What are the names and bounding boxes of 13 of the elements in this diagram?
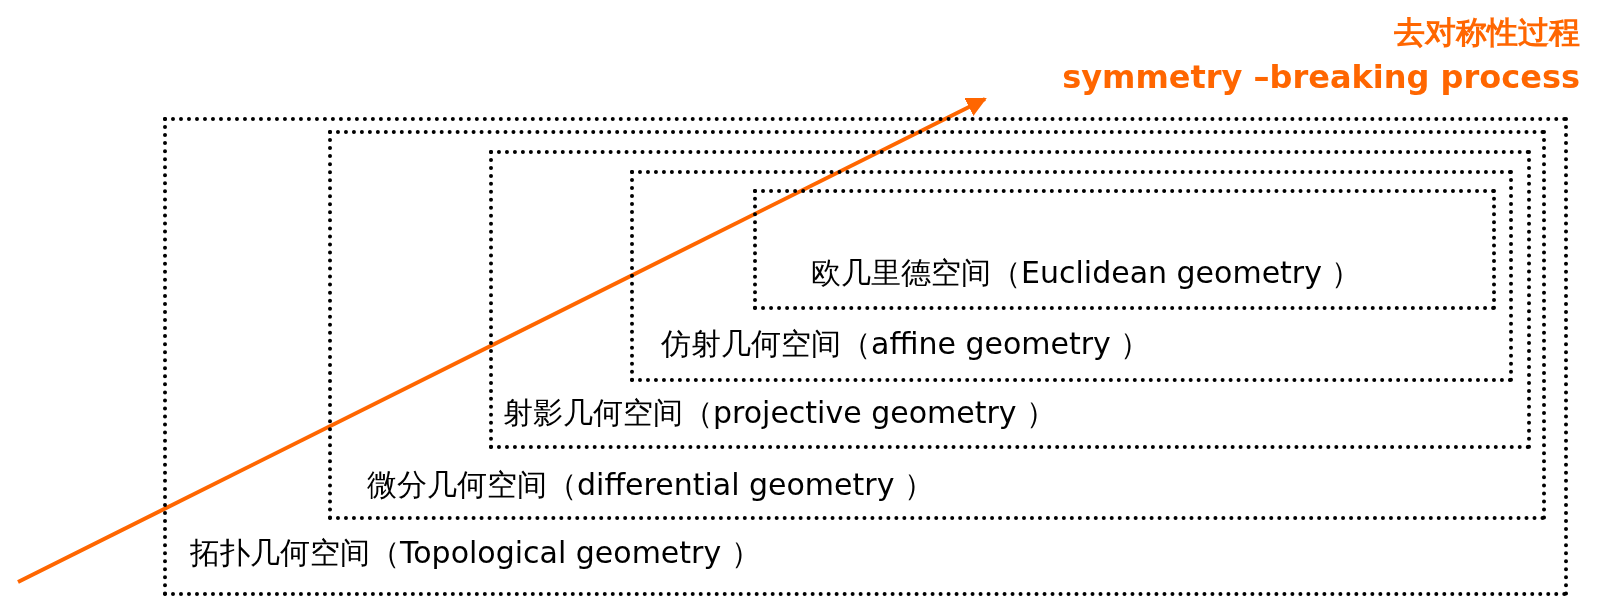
dotted-frame [328, 130, 1546, 520]
region-label: 射影几何空间（projective geometry ） [503, 394, 1057, 432]
dotted-frame [489, 150, 1531, 449]
dotted-frame [163, 117, 1568, 596]
region-label: 仿射几何空间（affine geometry ） [661, 325, 1151, 363]
arrow [17, 97, 987, 584]
region-label: 拓扑几何空间（Topological geometry ） [190, 534, 761, 572]
region-label: 微分几何空间（differential geometry ） [367, 466, 934, 504]
dotted-frame [630, 170, 1513, 382]
process-label: symmetry –breaking process [1061, 57, 1580, 98]
dotted-frame [753, 189, 1496, 310]
process-label: 去对称性过程 [1393, 13, 1580, 52]
region-label: 欧几里德空间（Euclidean geometry ） [811, 254, 1362, 292]
